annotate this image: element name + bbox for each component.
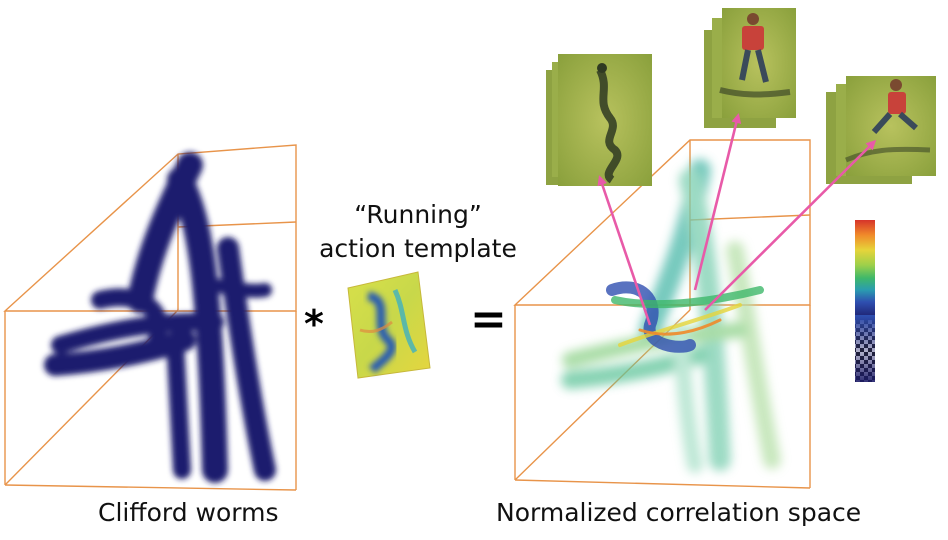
template-label-line2: action template [319, 234, 517, 263]
correlation-structures [561, 159, 781, 473]
frame-stack-left [546, 54, 652, 186]
clifford-worms [44, 152, 276, 483]
arrow-to-right-frames [704, 139, 877, 311]
equals-operator: = [470, 294, 507, 345]
right-volume-box [513, 139, 811, 489]
arrow-to-left-frames [597, 175, 652, 326]
arrow-to-middle-frames [693, 113, 742, 291]
action-template-volume [347, 271, 431, 379]
correlation-arrows [597, 113, 877, 326]
caption-correlation-space: Normalized correlation space [496, 498, 862, 527]
template-label-line1: “Running” [354, 200, 482, 229]
convolve-operator: * [304, 302, 324, 346]
colorbar [855, 220, 875, 382]
frame-stack-right [826, 76, 936, 184]
frame-stack-middle [704, 8, 796, 128]
caption-clifford-worms: Clifford worms [98, 498, 279, 527]
template-label: “Running” action template [318, 198, 518, 266]
